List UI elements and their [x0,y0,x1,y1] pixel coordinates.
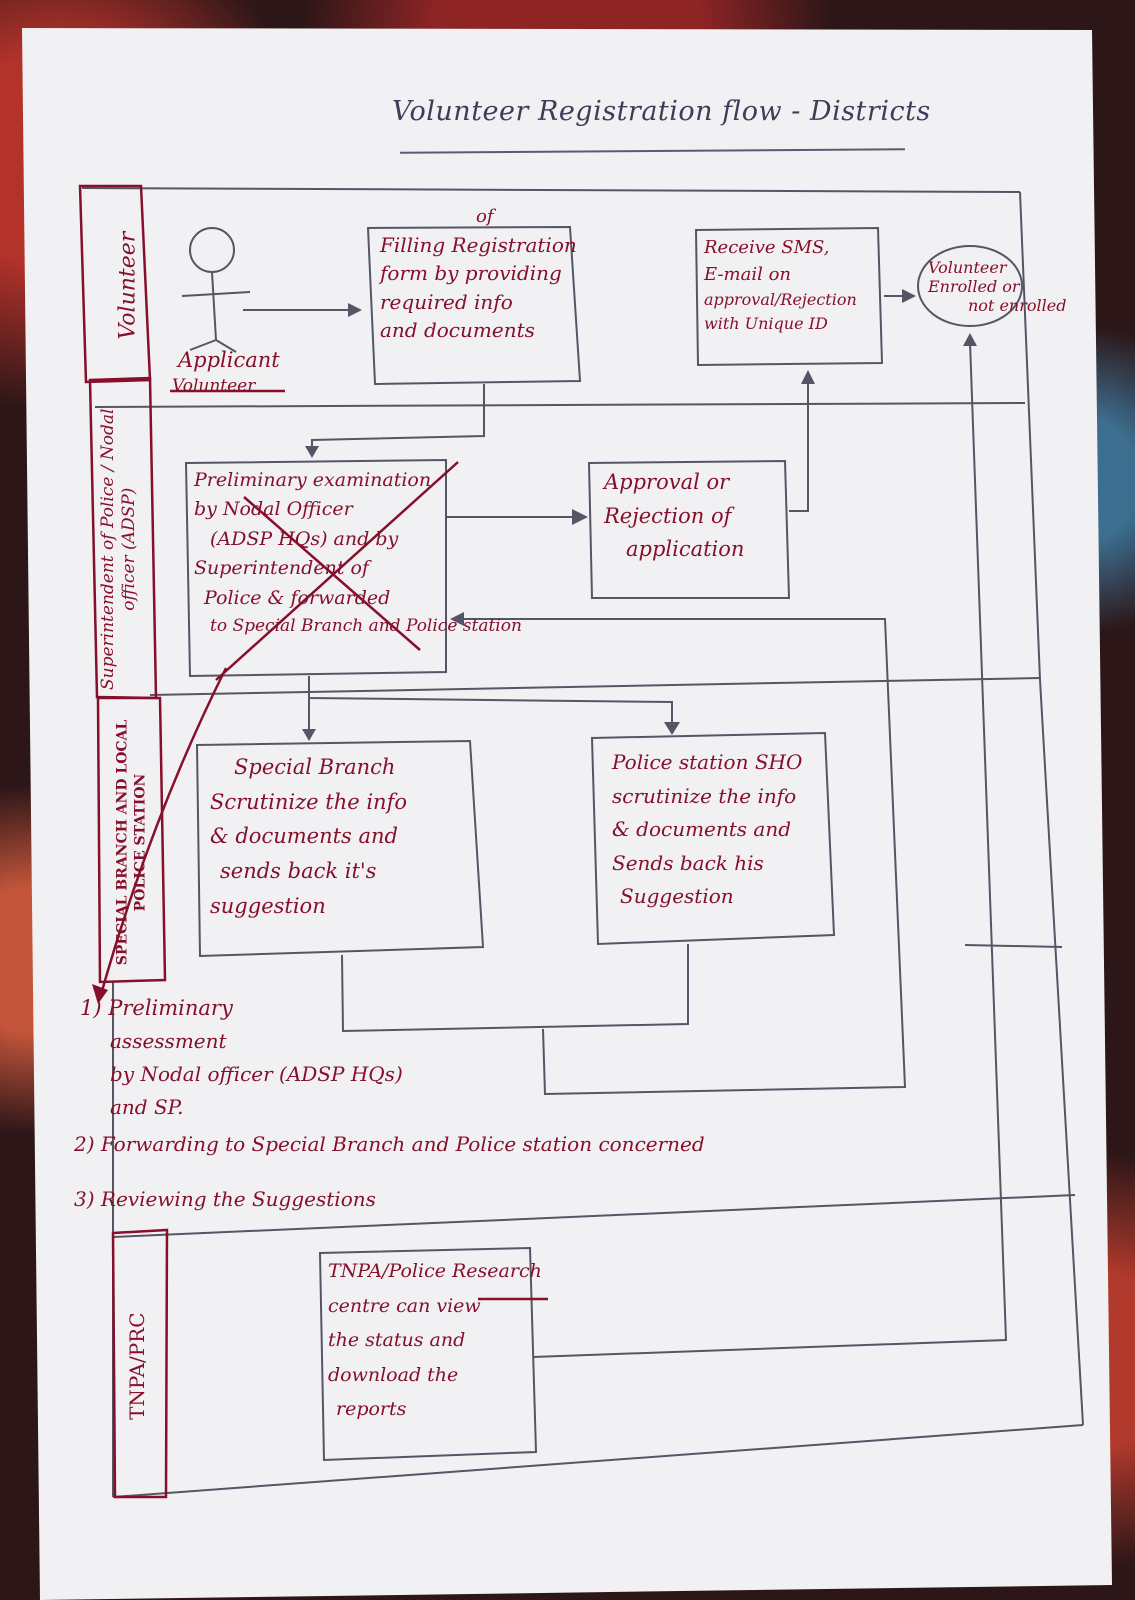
approval-box-outline [587,459,791,599]
preliminary-line-6: to Special Branch and Police station [210,616,522,637]
cross-out-1 [243,496,421,651]
approval-box: Approval or Rejection of application [604,466,789,567]
police-station-line-3: & documents and [612,817,792,842]
annotation-arrowhead [92,984,108,1004]
sms-line-2: E-mail on [704,264,792,285]
preliminary-line-1: Preliminary examination [194,469,432,491]
police-station-line-5: Suggestion [620,884,734,909]
frame-top [81,187,1021,193]
actor-label-struck: Volunteer [172,376,256,396]
sms-box: Receive SMS, E-mail on approval/Rejectio… [704,234,884,336]
lane-sep-3 [112,1194,1076,1238]
arrowhead-enrolled-up [963,333,977,346]
note-1b: assessment [110,1029,227,1053]
police-station-line-2: scrutinize the info [612,783,797,808]
paper-sheet [22,28,1112,1600]
enrolled-line-2: Enrolled or [928,277,1020,297]
approval-line-2: Rejection of [604,503,732,528]
arrowhead-return [450,612,464,626]
preliminary-line-3: (ADSP HQs) and by [210,527,399,550]
approval-to-sms [789,380,809,512]
note-2: 2) Forwarding to Special Branch and Poli… [74,1132,705,1156]
lane-sbps-box [96,696,167,984]
enrolled-node: Volunteer Enrolled or not enrolled [928,258,1098,316]
special-branch-line-3: & documents and [210,824,398,849]
note-1d: and SP. [110,1095,184,1119]
note-1a: 1) Preliminary [80,996,233,1020]
arrowhead-sms [801,370,815,384]
police-station-line-4: Sends back his [612,850,764,875]
registration-box: of Filling Registration form by providin… [380,206,580,345]
approval-line-3: application [626,537,745,562]
special-branch-line-2: Scrutinize the info [210,789,407,814]
registration-line-2: form by providing [380,261,562,286]
lane-label-sb-ps: SPECIAL BRANCH AND LOCAL POLICE STATION [114,719,149,966]
arrowhead-ps [664,722,680,735]
sms-line-4: with Unique ID [704,314,828,333]
special-branch-line-5: suggestion [210,893,326,918]
lane-label-volunteer: Volunteer [115,231,141,340]
frame-right [1039,679,1084,1426]
suggestions-return [462,618,907,1096]
preliminary-line-5: Police & forwarded [204,586,391,609]
sms-box-outline [694,226,884,367]
police-station-box-outline [590,731,836,946]
preliminary-to-branches [308,676,673,725]
tnpa-box: TNPA/Police Research centre can view the… [328,1254,598,1427]
preliminary-line-2: by Nodal Officer [194,498,353,521]
arrowhead-registration [348,303,362,317]
police-station-box: Police station SHO scrutinize the info &… [612,746,837,914]
actor-figure [181,227,251,353]
arrowhead-enrolled [902,289,916,303]
registration-line-4: and documents [380,318,535,343]
tnpa-line-1: TNPA/Police Research [328,1260,542,1282]
tnpa-to-enrolled [532,341,1008,1358]
enrolled-line-1: Volunteer [928,258,1007,277]
frame-right-upper [1019,191,1041,681]
registration-insert: of [476,206,494,227]
sms-line-3: approval/Rejection [704,290,857,309]
sb-ps-merge [341,944,689,1033]
enrolled-line-3: not enrolled [968,296,1067,316]
arrowhead-approval [572,509,588,525]
preliminary-box: Preliminary examination by Nodal Officer… [194,466,594,640]
tnpa-line-3: the status and [328,1329,466,1352]
registration-box-outline [366,225,582,386]
police-station-line-1: Police station SHO [612,750,803,774]
arrowhead-preliminary [305,446,319,458]
registration-line-3: required info [380,289,513,314]
cross-out-2 [215,461,459,681]
tnpa-line-4: download the [328,1363,459,1386]
diagram-title: Volunteer Registration flow - Districts [392,96,931,127]
lane-sep-1 [94,402,1026,408]
preliminary-box-outline [184,458,447,678]
annotation-arrow [98,667,228,999]
note-3: 3) Reviewing the Suggestions [74,1187,376,1211]
tnpa-line-5: reports [336,1398,407,1421]
lane-tnpa-box [111,1228,169,1499]
approval-line-1: Approval or [604,470,730,494]
tnpa-line-2: centre can view [328,1294,481,1317]
enrolled-ellipse [917,245,1023,327]
special-branch-box: Special Branch Scrutinize the info & doc… [210,750,480,923]
preliminary-line-4: Superintendent of [194,557,369,580]
lane-label-tnpa: TNPA/PRC [124,1312,149,1420]
special-branch-line-4: sends back it's [220,858,377,883]
actor-label: Applicant [178,348,280,372]
right-stub [964,944,1063,948]
arrowhead-sb [302,729,316,741]
lane-sep-2 [149,677,1041,696]
lane-label-sp-nodal: Superintendent of Police / Nodal officer… [97,408,139,691]
frame-bottom [112,1424,1084,1498]
note-1c: by Nodal officer (ADSP HQs) [110,1062,403,1086]
special-branch-box-outline [195,739,485,958]
registration-line-1: Filling Registration [380,233,577,257]
sms-line-1: Receive SMS, [704,237,830,258]
tnpa-box-outline [318,1246,538,1462]
special-branch-line-1: Special Branch [234,755,396,779]
